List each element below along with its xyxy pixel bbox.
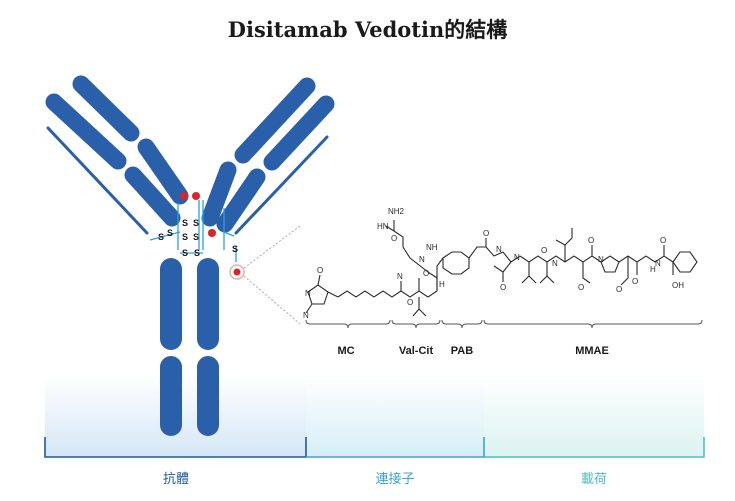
sulfur-label: S xyxy=(193,232,199,242)
fc-left-lower xyxy=(160,356,182,436)
sulfur-label: S xyxy=(182,232,188,242)
right-arm-inner-heavy xyxy=(263,95,335,171)
atom-label: NH xyxy=(426,243,438,252)
chemical-structure xyxy=(305,220,698,317)
drug-dot xyxy=(192,192,200,200)
fc-left-upper xyxy=(160,258,182,350)
segment-label-mc: MC xyxy=(337,345,354,357)
atom-label: HN xyxy=(377,222,389,231)
atom-label: H xyxy=(650,265,656,274)
drug-dot xyxy=(208,229,216,237)
sulfur-label: S xyxy=(194,248,200,258)
sulfur-label: S xyxy=(182,218,188,228)
atom-label: O xyxy=(578,283,584,292)
left-arm-thin-line xyxy=(46,126,149,235)
bottom-labels: 抗體 連接子 載荷 xyxy=(163,471,607,486)
atom-label: O xyxy=(407,298,413,307)
left-arm-inner-light xyxy=(137,138,189,205)
label-linker: 連接子 xyxy=(375,471,414,486)
atom-label: H xyxy=(439,280,445,289)
drug-dot-highlight xyxy=(233,268,241,276)
sulfur-label: S xyxy=(182,248,188,258)
atom-label: N xyxy=(655,259,661,268)
diagram-title: Disitamab Vedotin的結構 xyxy=(227,17,508,42)
atom-label: N xyxy=(303,311,309,320)
atom-label: N xyxy=(419,255,425,264)
atom-label: O xyxy=(632,277,638,286)
linker-panel xyxy=(306,375,484,457)
right-arm-outer-light xyxy=(201,161,237,227)
segment-label-pab: PAB xyxy=(451,345,473,357)
label-payload: 載荷 xyxy=(581,471,607,486)
atom-label: O xyxy=(541,246,547,255)
atom-label: NH2 xyxy=(388,207,405,216)
atom-label: N xyxy=(514,253,520,262)
sulfur-label: S xyxy=(232,244,238,254)
sulfur-label: S xyxy=(158,232,164,242)
label-antibody: 抗體 xyxy=(163,471,189,486)
left-arm-outer-heavy xyxy=(45,93,127,170)
atom-label: O xyxy=(660,236,666,245)
atom-label: N xyxy=(496,245,502,254)
atom-label: N xyxy=(397,272,403,281)
antibody-bracket xyxy=(44,437,307,458)
zoom-lines xyxy=(243,225,301,325)
right-arm-outer-heavy xyxy=(234,77,316,164)
left-arm-inner-heavy xyxy=(72,75,140,142)
brace-mmae xyxy=(483,319,703,329)
fc-right-upper xyxy=(197,258,219,350)
segment-labels: MC Val-Cit PAB MMAE xyxy=(337,345,608,357)
atom-label: N xyxy=(305,289,311,298)
right-arm-inner-light xyxy=(216,168,266,233)
sulfur-label: S xyxy=(193,218,199,228)
antibody xyxy=(45,75,335,235)
atom-label: O xyxy=(588,236,594,245)
atom-label: O xyxy=(483,229,489,238)
atom-label: O xyxy=(423,269,429,278)
sulfur-label: S xyxy=(167,228,173,238)
brace-pab xyxy=(441,319,483,329)
atom-label: O xyxy=(500,283,506,292)
atom-label: O xyxy=(317,266,323,275)
disulfide-bonds xyxy=(149,200,237,262)
payload-panel xyxy=(484,375,704,457)
segment-label-mmae: MMAE xyxy=(575,345,609,357)
left-arm-outer-light xyxy=(124,166,181,227)
atom-label: O xyxy=(616,285,622,294)
right-arm-thin-line xyxy=(234,135,329,235)
drug-dot xyxy=(180,192,188,200)
atom-label: N xyxy=(598,255,604,264)
brace-mc xyxy=(305,319,391,329)
atom-label: N xyxy=(552,259,558,268)
structure-atom-labels: NH2 HN O NH N O N N O O H N O N O N O OH… xyxy=(303,207,684,320)
segment-braces xyxy=(305,319,703,329)
atom-label: O xyxy=(391,234,397,243)
segment-label-val-cit: Val-Cit xyxy=(399,345,434,357)
atom-label: OH xyxy=(672,281,684,290)
fc-right-lower xyxy=(197,356,219,436)
brace-val-cit xyxy=(391,319,441,329)
payload-bracket xyxy=(484,437,705,458)
